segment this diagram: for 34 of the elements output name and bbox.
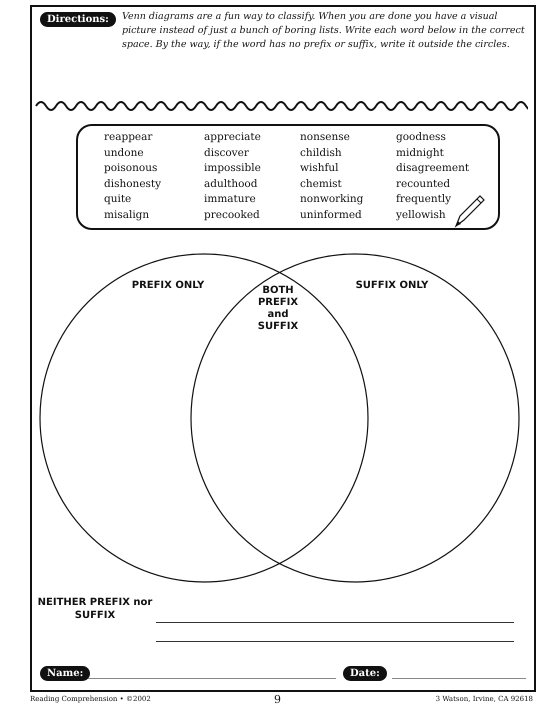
word: poisonous (104, 162, 158, 174)
name-badge: Name: (40, 666, 90, 681)
word: frequently (396, 193, 452, 205)
word: nonsense (300, 131, 350, 143)
word: misalign (104, 208, 150, 220)
word: midnight (396, 146, 444, 158)
word: discover (204, 146, 249, 158)
region-label: PREFIX ONLY (130, 280, 206, 291)
word: adulthood (204, 178, 258, 190)
region-label: BOTH PREFIX and SUFFIX (256, 285, 300, 333)
word: immature (204, 193, 256, 205)
word: disagreement (396, 162, 470, 174)
directions-text: Venn diagrams are a fun way to classify. When you are done you have a visual picture instead of just a bunch of boring lists. Write each word below in the correct space. By the way, if the word has no prefix or suffix, write it outside the circles. (122, 10, 526, 52)
directions-badge: Directions: (40, 12, 116, 27)
word: wishful (300, 162, 339, 174)
word: recounted (396, 178, 450, 190)
word: goodness (396, 131, 446, 143)
word: dishonesty (104, 178, 162, 190)
region-label: SUFFIX ONLY (354, 280, 430, 291)
word: precooked (204, 208, 260, 220)
word: reappear (104, 131, 152, 143)
page-number: 9 (274, 693, 281, 706)
word: nonworking (300, 193, 364, 205)
date-badge: Date: (343, 666, 387, 681)
word: appreciate (204, 131, 261, 143)
region-label: NEITHER PREFIX nor SUFFIX (36, 596, 154, 622)
word: childish (300, 146, 342, 158)
word: impossible (204, 162, 261, 174)
word: quite (104, 193, 132, 205)
word-list-box (76, 124, 500, 230)
word: chemist (300, 178, 342, 190)
word: yellowish (396, 208, 446, 220)
word: undone (104, 146, 144, 158)
word: uninformed (300, 208, 362, 220)
